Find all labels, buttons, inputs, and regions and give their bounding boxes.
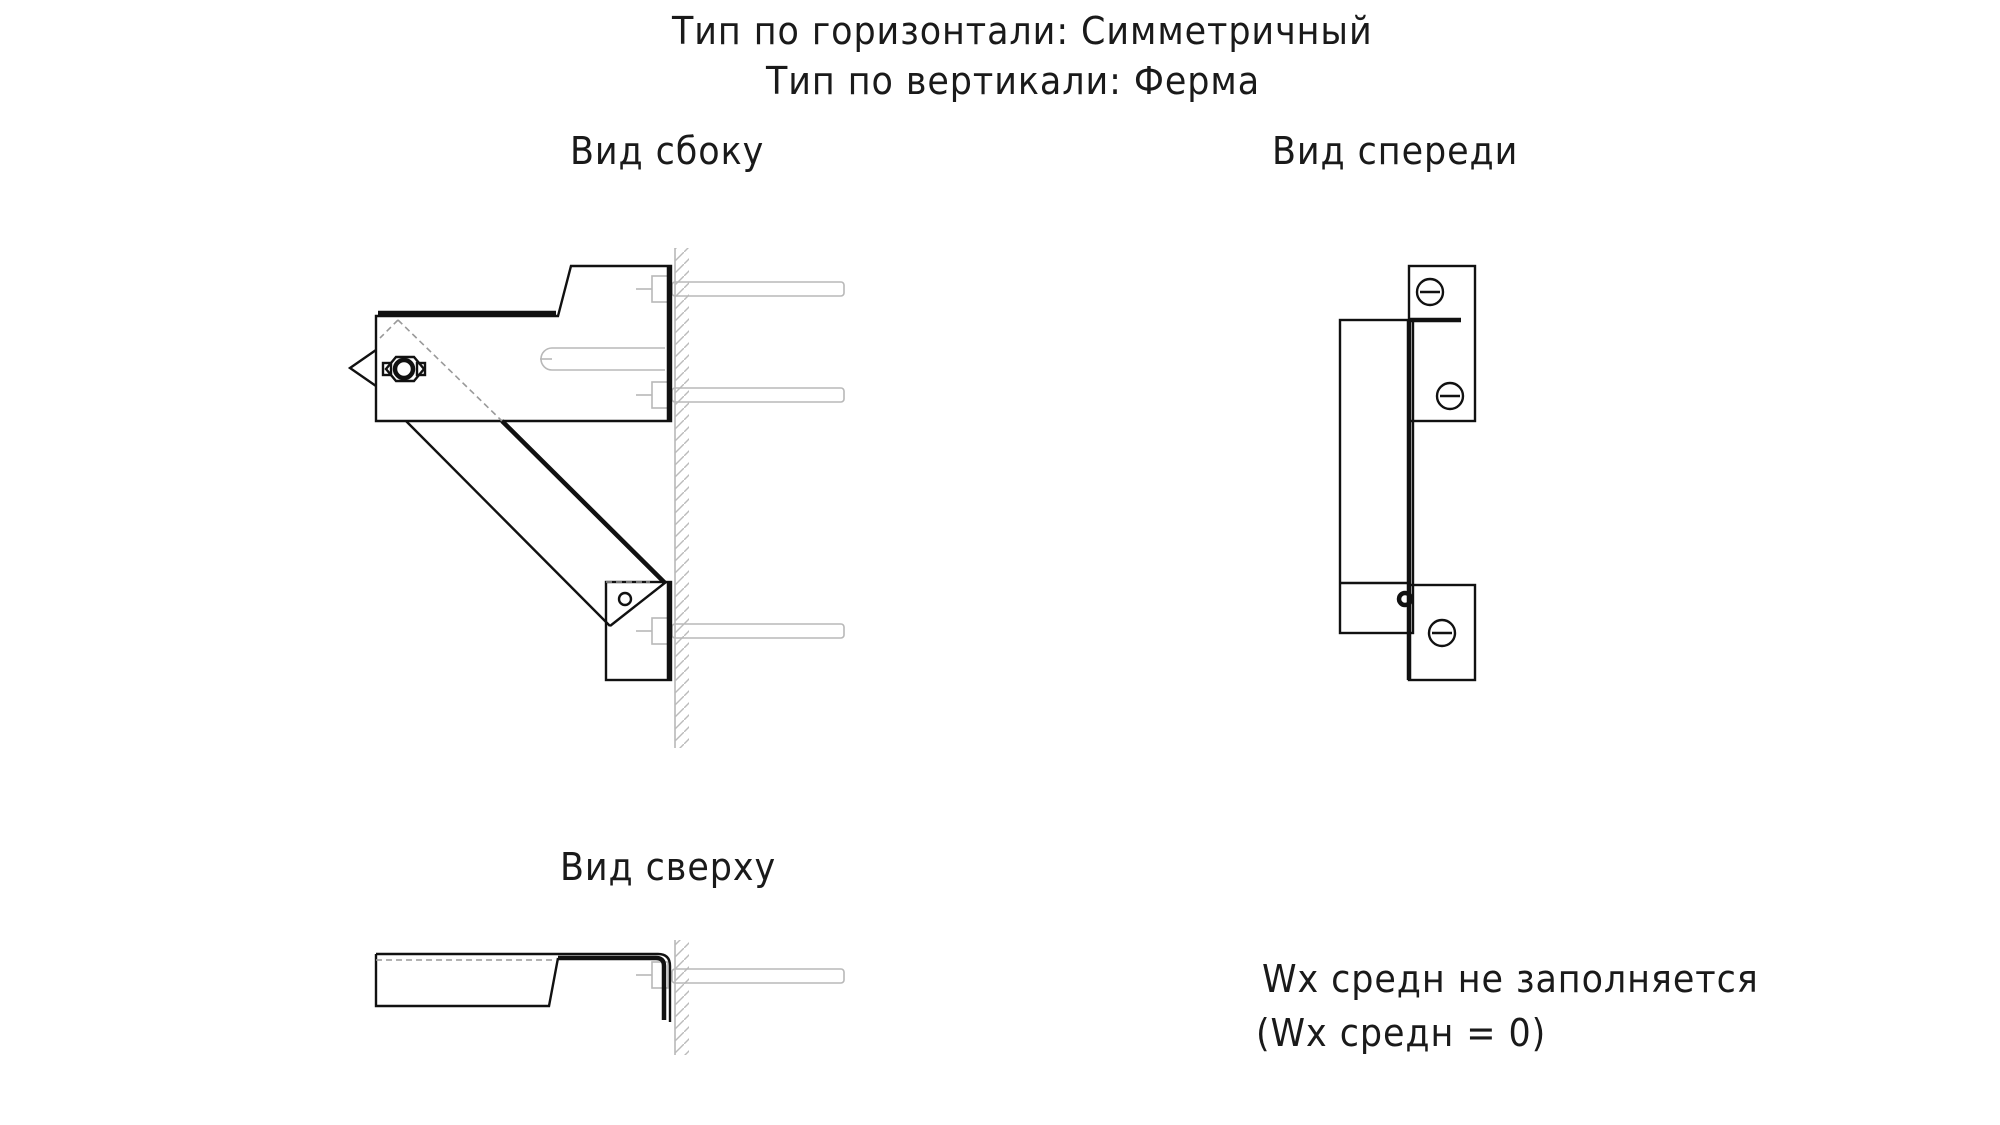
front-view bbox=[1338, 264, 1477, 682]
side-lower-console bbox=[604, 580, 673, 682]
side-pivot-nut bbox=[381, 355, 427, 383]
horizontal-type-title: Тип по горизонтали: Симметричный bbox=[672, 9, 1373, 53]
side-upper-console bbox=[347, 264, 673, 423]
top-anchor-bolt bbox=[636, 961, 845, 989]
wx-note-line1: Wx средн не заполняется bbox=[1262, 957, 1759, 1001]
front-lower-plate bbox=[1407, 583, 1477, 682]
front-view-label: Вид спереди bbox=[1272, 129, 1519, 173]
side-view-label: Вид сбоку bbox=[570, 129, 765, 173]
top-console bbox=[374, 952, 672, 1022]
wx-note-line2: (Wx средн = 0) bbox=[1256, 1011, 1547, 1055]
top-wall bbox=[674, 940, 689, 1055]
top-view-label: Вид сверху bbox=[560, 845, 777, 889]
side-wall bbox=[674, 248, 689, 748]
side-view bbox=[347, 248, 845, 748]
top-view bbox=[374, 940, 845, 1055]
front-strut-body bbox=[1338, 318, 1415, 680]
vertical-type-title: Тип по вертикали: Ферма bbox=[766, 59, 1261, 103]
side-diagonal-strut bbox=[379, 319, 667, 627]
front-upper-plate bbox=[1407, 264, 1477, 423]
